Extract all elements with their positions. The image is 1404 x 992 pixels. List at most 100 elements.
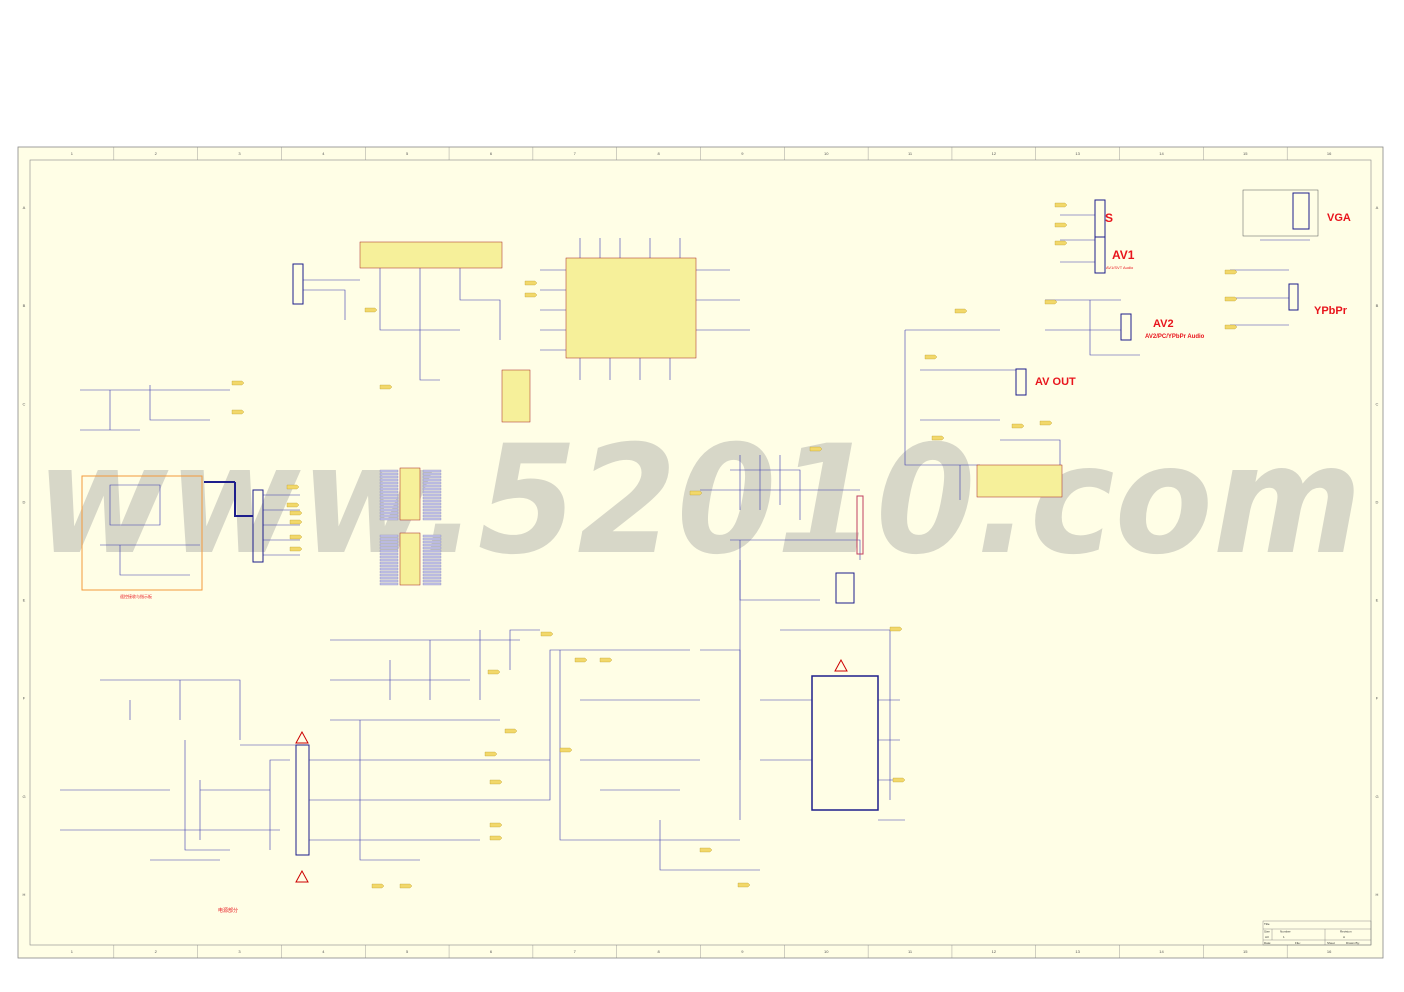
pin-resistor: [379, 576, 399, 580]
frame-ticks: 1122334455667788991010111112121313141415…: [22, 147, 1379, 958]
pin-resistor: [422, 561, 442, 565]
drawn-label: Drawn By:: [1346, 941, 1360, 945]
warning-icon: [295, 730, 309, 744]
ic-main-decoder: [565, 257, 697, 359]
thick-bus-wire: [204, 481, 253, 517]
row-tick: C: [23, 401, 26, 406]
pin-resistor: [422, 558, 442, 562]
ic-ddr-a: [399, 467, 421, 521]
row-tick: A: [1376, 205, 1379, 210]
column-tick: 14: [1159, 949, 1164, 954]
pin-resistor: [422, 472, 442, 476]
row-tick: C: [1376, 401, 1379, 406]
column-tick: 13: [1075, 949, 1080, 954]
net-label: [1039, 420, 1053, 426]
remote-board-label: 遥控接收与指示板: [120, 593, 152, 599]
label-av2: AV2: [1153, 318, 1174, 330]
pin-resistor: [422, 475, 442, 479]
remote-connector: [252, 489, 264, 563]
pin-resistor: [422, 487, 442, 491]
pin-resistor: [422, 534, 442, 538]
pin-resistor: [422, 552, 442, 556]
net-label: [699, 847, 713, 853]
column-tick: 7: [574, 151, 577, 156]
pin-resistor: [422, 579, 442, 583]
net-label: [399, 883, 413, 889]
net-label: [1224, 296, 1238, 302]
net-label: [892, 777, 906, 783]
wires: [60, 214, 1310, 871]
net-label: [1224, 324, 1238, 330]
ic-av-switch: [976, 464, 1063, 498]
row-tick: A: [23, 205, 26, 210]
pin-resistor: [422, 511, 442, 515]
ic-blocks: [359, 241, 1063, 586]
net-label: [231, 409, 245, 415]
pin-resistor: [422, 555, 442, 559]
title-block: [1262, 920, 1372, 946]
ic-audio-amp: [359, 241, 503, 269]
row-tick: D: [23, 499, 26, 504]
pin-resistor: [379, 469, 399, 473]
pin-resistor: [422, 499, 442, 503]
pin-resistor: [422, 549, 442, 553]
label-ypbpr: YPbPr: [1314, 305, 1348, 317]
net-labels: [231, 202, 1238, 889]
wire: [80, 385, 230, 431]
wire: [1045, 214, 1140, 356]
column-tick: 11: [908, 949, 913, 954]
pin-resistor: [379, 517, 399, 521]
pin-resistor: [379, 549, 399, 553]
column-tick: 2: [155, 151, 158, 156]
net-label: [809, 446, 823, 452]
pin-resistor: [379, 543, 399, 547]
pin-resistor: [422, 573, 442, 577]
net-label: [1224, 269, 1238, 275]
row-tick: E: [23, 598, 26, 603]
net-label: [289, 534, 303, 540]
pin-resistor: [379, 573, 399, 577]
pin-banks: [379, 469, 442, 586]
wire: [559, 649, 760, 871]
pin-resistor: [422, 493, 442, 497]
row-tick: F: [1376, 696, 1379, 701]
column-tick: 6: [490, 151, 493, 156]
net-label: [1054, 240, 1068, 246]
ypbpr-jack: [1288, 283, 1299, 311]
pin-resistor: [379, 496, 399, 500]
label-av1: AV1: [1112, 248, 1135, 262]
wire: [60, 679, 280, 861]
pin-resistor: [422, 517, 442, 521]
ic-ddr-b: [399, 532, 421, 586]
pin-resistor: [422, 567, 442, 571]
net-label: [574, 657, 588, 663]
net-label: [689, 490, 703, 496]
pin-resistor: [379, 579, 399, 583]
net-label: [954, 308, 968, 314]
net-label: [286, 502, 300, 508]
net-label: [931, 435, 945, 441]
pin-resistor: [379, 582, 399, 586]
pin-resistor: [379, 493, 399, 497]
net-label: [504, 728, 518, 734]
column-tick: 9: [741, 151, 744, 156]
pin-resistor: [422, 469, 442, 473]
column-tick: 4: [322, 949, 325, 954]
column-tick: 14: [1159, 151, 1164, 156]
warning-icons: [295, 658, 848, 883]
label-avout: AV OUT: [1035, 376, 1076, 388]
pin-resistor: [379, 499, 399, 503]
column-tick: 5: [406, 151, 409, 156]
pin-resistor: [379, 534, 399, 538]
net-label: [1044, 299, 1058, 305]
pin-resistor: [422, 496, 442, 500]
pin-resistor: [379, 508, 399, 512]
wire: [540, 269, 750, 351]
net-label: [371, 883, 385, 889]
speaker-connector: [292, 263, 304, 305]
warning-icon: [295, 869, 309, 883]
number-label: Number: [1280, 930, 1291, 934]
pin-resistor: [379, 514, 399, 518]
vga-block: [1242, 189, 1319, 237]
warning-icon: [834, 658, 848, 672]
